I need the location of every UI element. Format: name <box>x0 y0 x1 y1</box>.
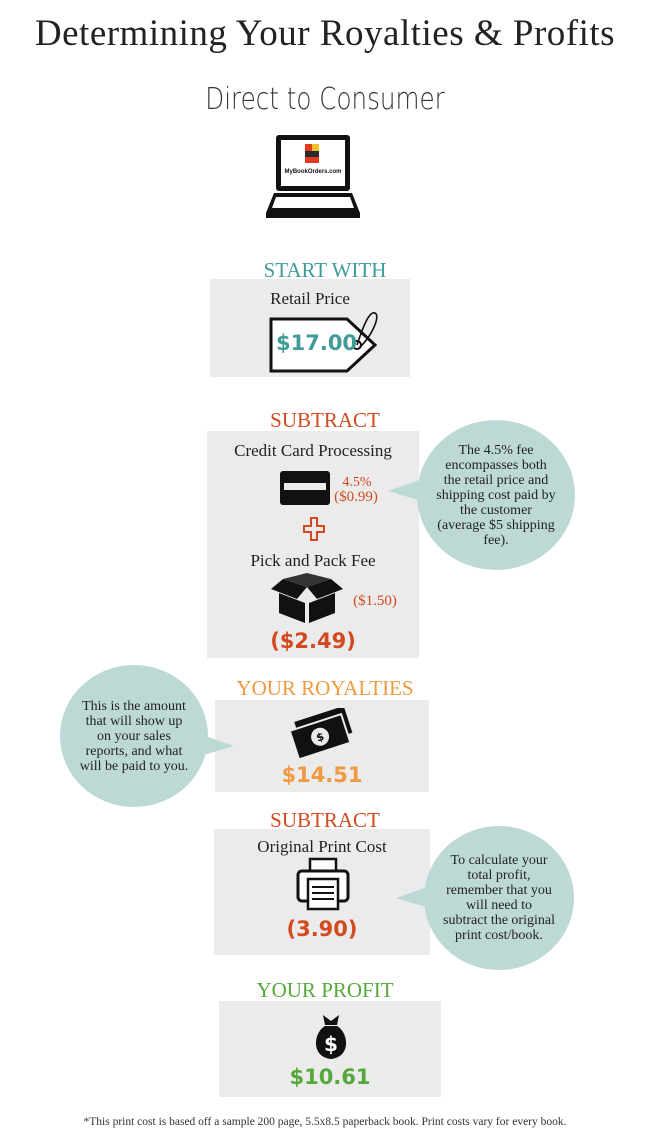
fees-total: ($2.49) <box>270 629 356 653</box>
pick-pack-fee: ($1.50) <box>353 593 397 609</box>
credit-card-icon <box>280 471 330 505</box>
money-icon: $ <box>291 708 353 758</box>
profit-heading: YOUR PROFIT <box>256 978 394 1002</box>
laptop-icon: MyBookOrders.com <box>266 135 360 218</box>
pick-pack-label: Pick and Pack Fee <box>250 551 376 570</box>
svg-text:$: $ <box>315 730 326 745</box>
print-cost-note-text: To calculate your total profit, remember… <box>443 853 555 943</box>
royalties-note-bubble: This is the amount that will show up on … <box>60 665 208 807</box>
credit-card-note-text: The 4.5% fee encompasses both the retail… <box>436 442 556 548</box>
credit-card-label: Credit Card Processing <box>234 441 392 460</box>
footnote: *This print cost is based off a sample 2… <box>83 1116 567 1128</box>
print-cost-box: Original Print Cost (3.90) <box>214 829 430 955</box>
start-heading: START WITH <box>263 258 387 282</box>
profit-box: $ $10.61 <box>219 1001 441 1097</box>
retail-price-box: Retail Price $17.00 <box>210 279 410 377</box>
price-tag-icon <box>269 312 378 373</box>
plus-icon <box>303 517 325 541</box>
printer-icon <box>296 857 350 911</box>
credit-card-percent: 4.5% <box>342 475 372 490</box>
royalties-value: $14.51 <box>281 763 363 787</box>
retail-price-value: $17.00 <box>276 331 358 355</box>
royalties-heading: YOUR ROYALTIES <box>236 676 414 700</box>
money-bag-icon: $ <box>315 1015 347 1059</box>
credit-card-note-bubble: The 4.5% fee encompasses both the retail… <box>417 420 575 570</box>
retail-price-label: Retail Price <box>270 289 350 308</box>
profit-value: $10.61 <box>289 1065 371 1089</box>
subtract-heading-1: SUBTRACT <box>270 408 380 432</box>
fees-box: Credit Card Processing 4.5% ($0.99) Pick… <box>207 431 419 658</box>
print-cost-label: Original Print Cost <box>257 837 387 856</box>
print-cost-note-bubble: To calculate your total profit, remember… <box>424 826 574 970</box>
subtract-heading-2: SUBTRACT <box>270 808 380 832</box>
credit-card-fee: ($0.99) <box>334 489 378 505</box>
print-cost-value: (3.90) <box>286 917 358 941</box>
page-subtitle: Direct to Consumer <box>205 82 445 117</box>
box-icon <box>271 573 343 623</box>
royalties-box: $ $14.51 <box>215 700 429 792</box>
page-title: Determining Your Royalties & Profits <box>34 13 616 54</box>
royalties-note-text: This is the amount that will show up on … <box>79 698 189 774</box>
laptop-screen-text: MyBookOrders.com <box>284 169 341 175</box>
svg-text:$: $ <box>324 1032 338 1056</box>
